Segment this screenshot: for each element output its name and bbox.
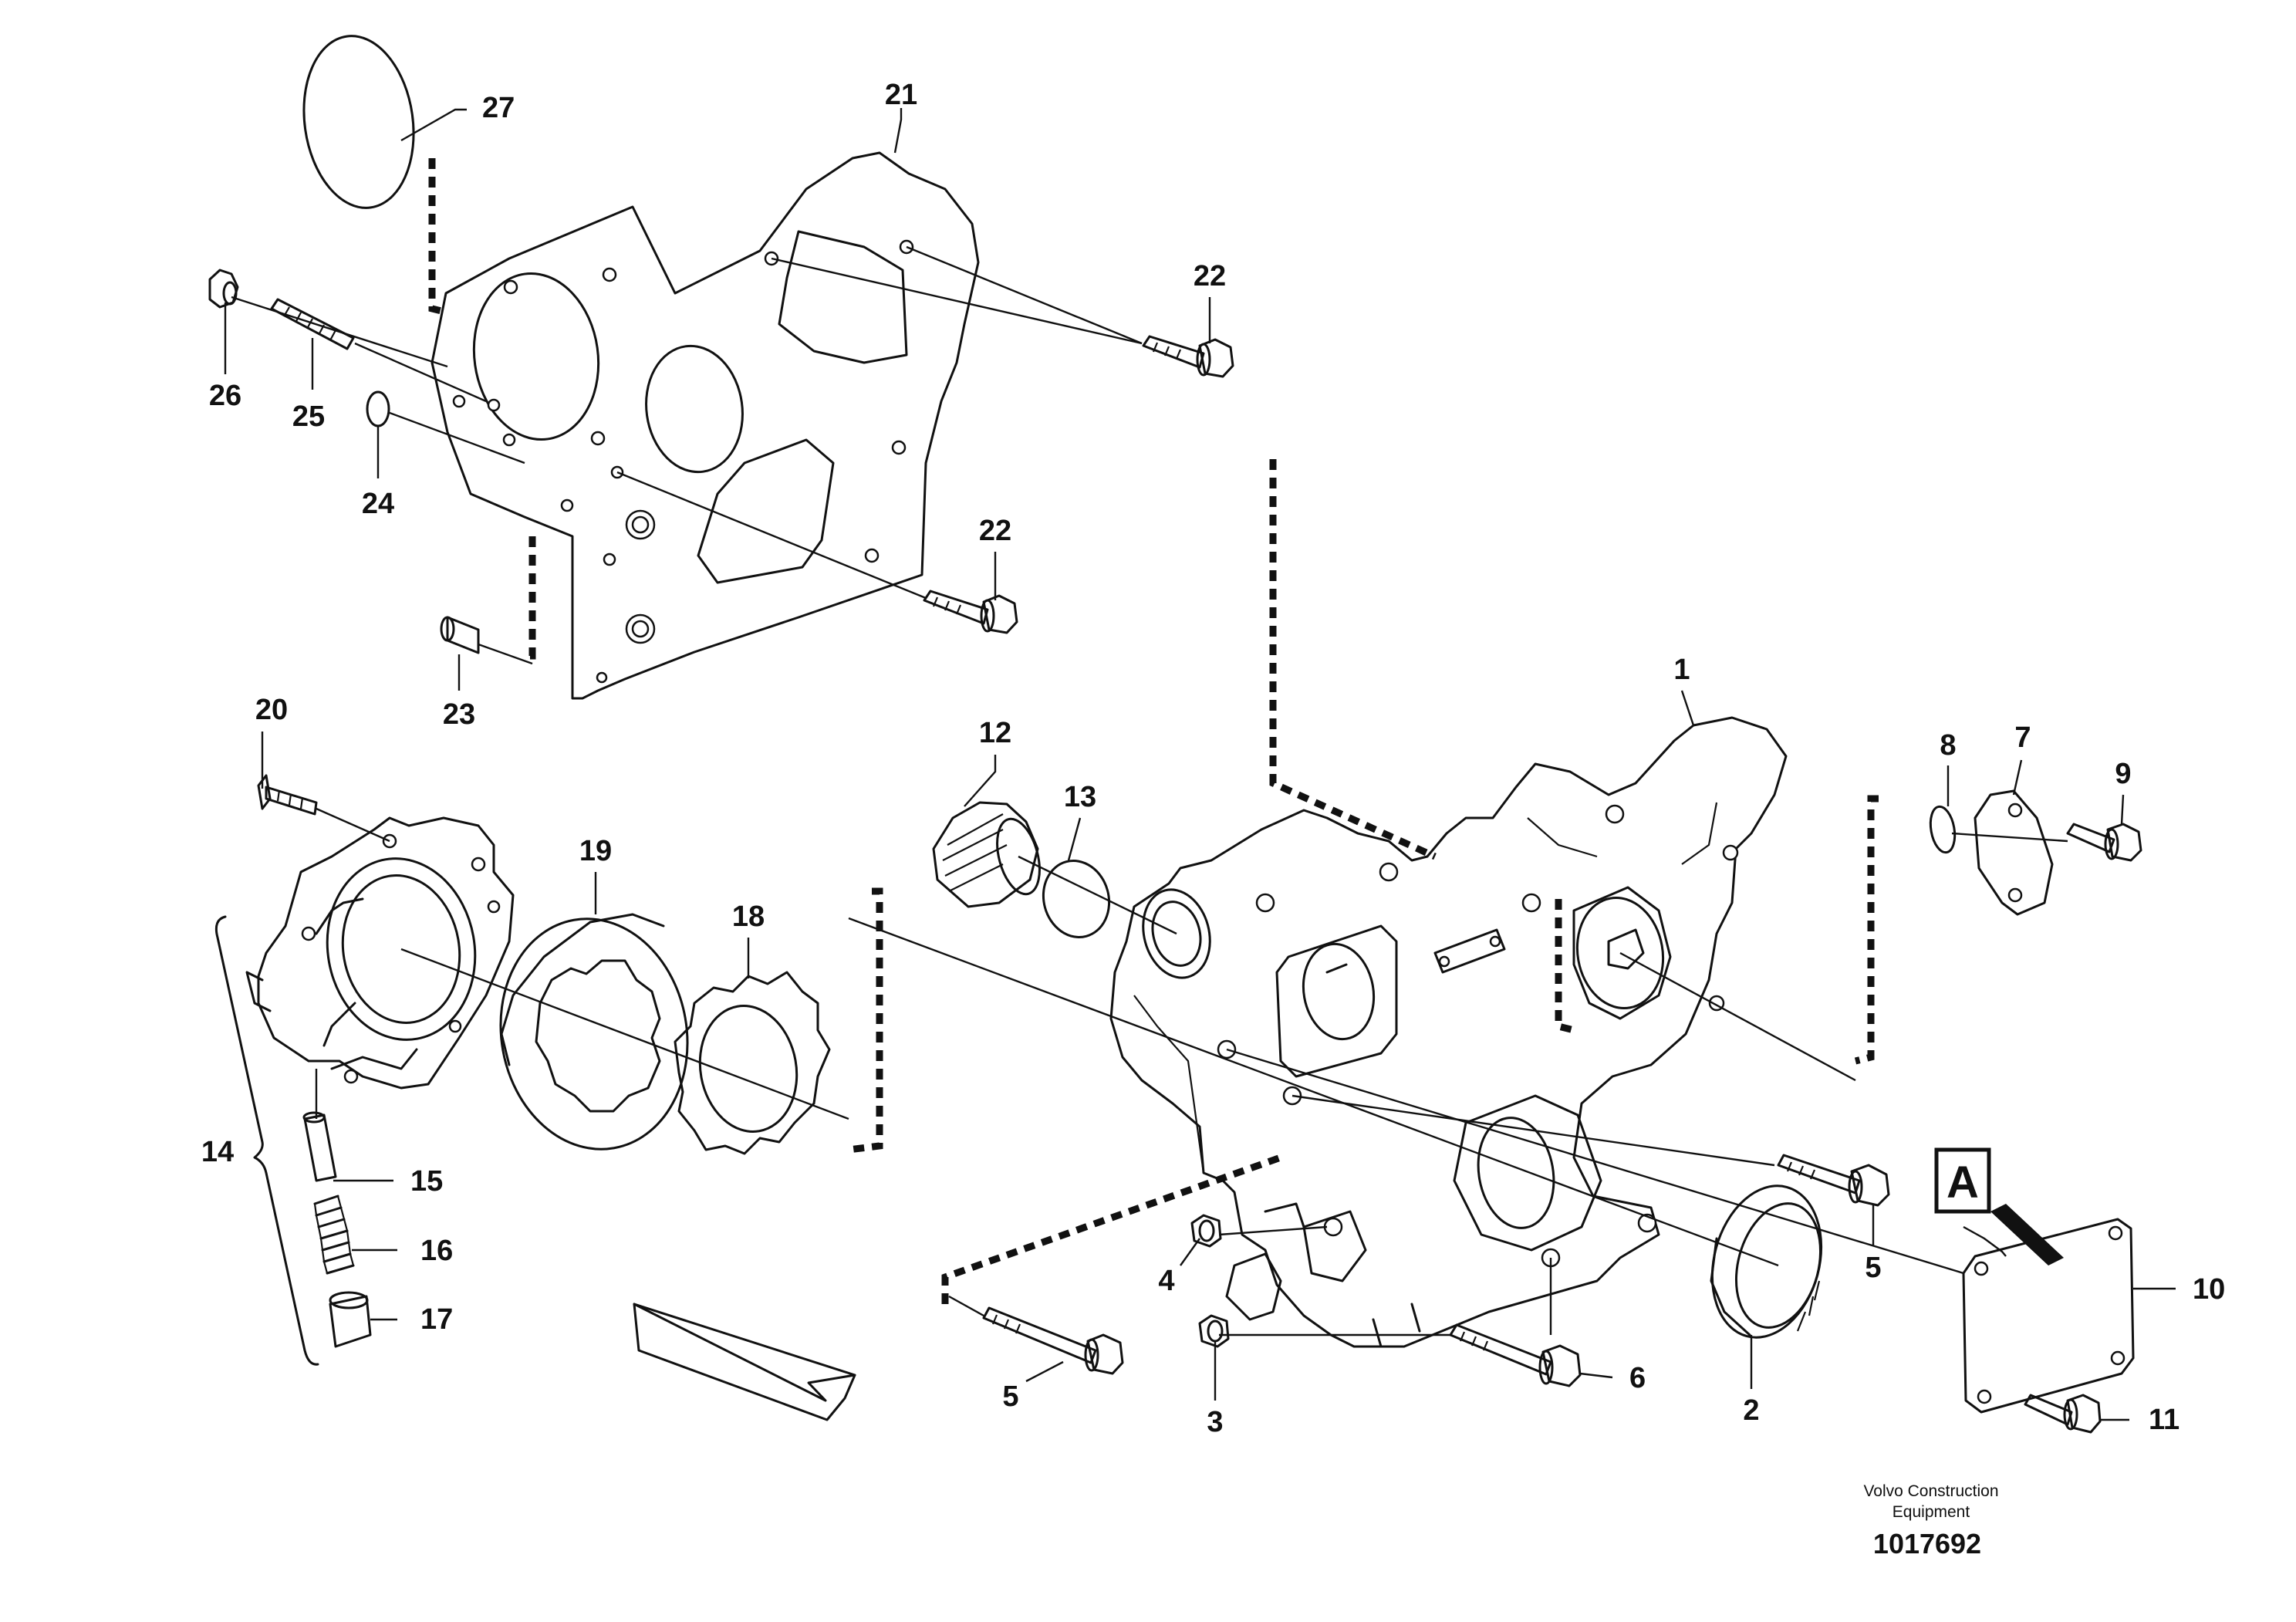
callout-2: 2	[1743, 1394, 1759, 1427]
callout-12: 12	[979, 717, 1011, 749]
flange-bolt-22-lower	[923, 590, 1018, 634]
callout-4: 4	[1158, 1265, 1174, 1297]
oil-pump-housing-14	[245, 816, 515, 1090]
nut-26	[208, 269, 239, 309]
callout-24: 24	[362, 488, 394, 520]
callout-21: 21	[885, 79, 917, 111]
callout-23: 23	[443, 698, 475, 731]
callout-16: 16	[420, 1235, 453, 1267]
dowel-pin-23	[440, 616, 480, 654]
relief-valve-15	[302, 1111, 337, 1182]
spring-16	[313, 1195, 355, 1275]
publisher-block: Volvo Construction Equipment 1017692	[1863, 1482, 1998, 1559]
callout-5-left: 5	[1002, 1380, 1018, 1413]
cover-plate-10	[1962, 1218, 2135, 1414]
long-bolt-6	[1449, 1323, 1582, 1387]
long-bolt-5-left	[982, 1306, 1124, 1375]
screw-20	[257, 774, 318, 816]
callout-19: 19	[579, 835, 612, 867]
callout-27: 27	[482, 92, 515, 124]
callout-22-lower: 22	[979, 515, 1011, 547]
stud-25	[270, 298, 355, 350]
bolt-9	[2066, 823, 2142, 862]
plug-17	[329, 1291, 372, 1348]
callout-1: 1	[1673, 654, 1690, 686]
callout-leaders	[224, 108, 2176, 1421]
filler-cap-12	[932, 801, 1041, 908]
publisher-line-1: Volvo Construction	[1863, 1482, 1998, 1500]
bolt-5-right	[1777, 1154, 1890, 1207]
assembly-bracket-14	[214, 915, 319, 1366]
callout-18: 18	[732, 901, 765, 933]
plug-4	[1190, 1214, 1222, 1248]
callout-labels: 27 21 22 26 25 24 22 23 1 20 12 8 7 9 13…	[201, 79, 2225, 1438]
view-marker-letter: A	[1947, 1157, 1979, 1208]
callout-9: 9	[2115, 758, 2131, 790]
callout-14: 14	[201, 1136, 234, 1168]
callout-5-right: 5	[1865, 1252, 1881, 1284]
callout-17: 17	[420, 1303, 453, 1336]
callout-10: 10	[2193, 1273, 2225, 1306]
inner-rotor-18	[674, 971, 831, 1155]
alignment-dashed-lines	[428, 158, 1879, 1304]
o-ring-24	[366, 390, 390, 427]
document-number: 1017692	[1873, 1528, 1981, 1559]
callout-11: 11	[2149, 1404, 2180, 1436]
gasket-plate-21	[430, 151, 980, 700]
callout-8: 8	[1940, 729, 1956, 762]
outer-rotor-19	[499, 913, 689, 1151]
callout-20: 20	[255, 694, 288, 726]
timing-cover-1	[1109, 716, 1788, 1348]
seal-disc-27	[302, 35, 415, 209]
callout-13: 13	[1064, 781, 1096, 813]
callout-7: 7	[2014, 721, 2031, 754]
callout-26: 26	[209, 380, 241, 412]
callout-3: 3	[1207, 1406, 1223, 1438]
bolt-11	[2024, 1394, 2102, 1434]
callout-15: 15	[410, 1165, 443, 1198]
direction-arrow	[633, 1303, 856, 1421]
view-marker-a: A	[1934, 1147, 2064, 1265]
flange-bolt-22-upper	[1142, 335, 1234, 378]
callout-25: 25	[292, 400, 325, 433]
callout-6: 6	[1629, 1362, 1646, 1394]
cover-plate-7	[1974, 789, 2054, 916]
seal-ring-2	[1710, 1184, 1823, 1339]
callout-22-upper: 22	[1194, 260, 1226, 292]
publisher-line-2: Equipment	[1893, 1503, 1970, 1521]
assembly-axis-lines	[231, 245, 2068, 1336]
o-ring-8	[1929, 805, 1957, 854]
plug-3	[1198, 1314, 1230, 1348]
direction-arrow-outline	[633, 1303, 856, 1377]
o-ring-13	[1042, 859, 1111, 939]
